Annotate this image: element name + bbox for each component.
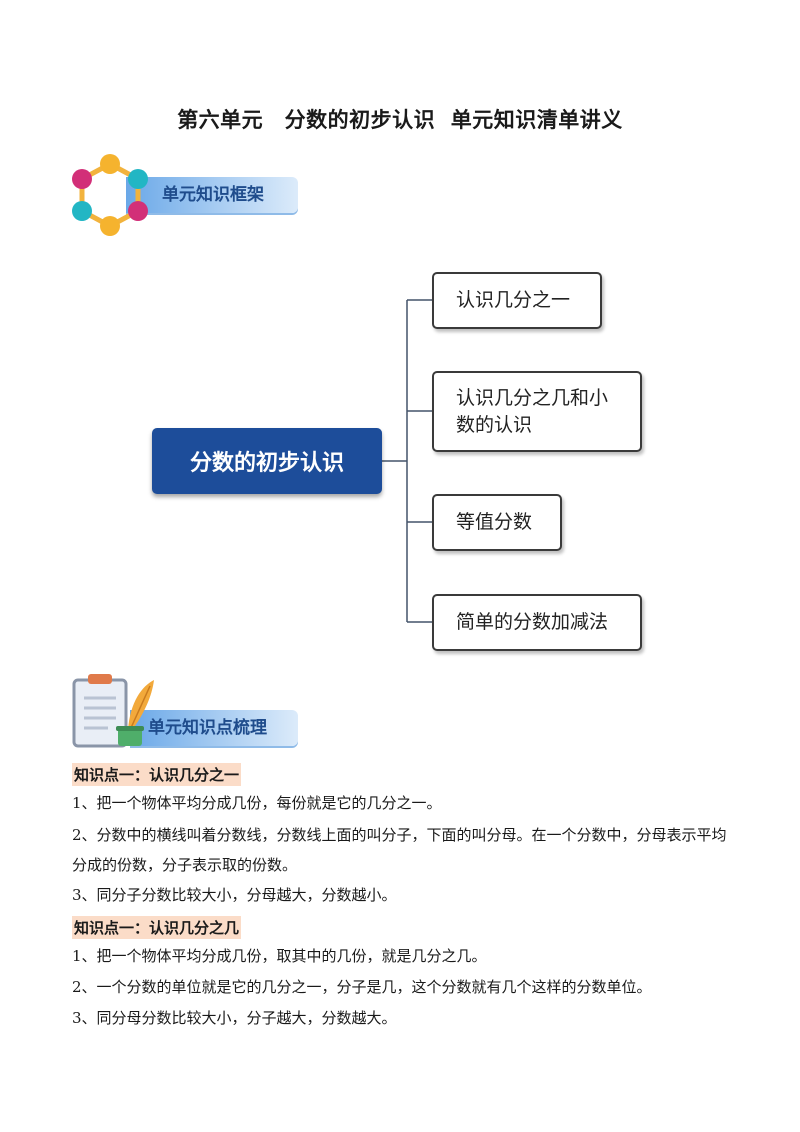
- section-title-framework: 单元知识框架: [162, 185, 264, 205]
- mindmap-root: 分数的初步认识: [152, 428, 382, 494]
- section-band: [126, 177, 298, 213]
- section-title-points: 单元知识点梳理: [148, 718, 267, 738]
- mindmap-branch: 认识几分之一: [432, 272, 602, 329]
- section-header-framework: 单元知识框架: [70, 150, 302, 240]
- list-item: 2、分数中的横线叫着分数线，分数线上面的叫分子，下面的叫分母。在一个分数中，分母…: [72, 826, 727, 874]
- section-header-points: 单元知识点梳理: [70, 672, 302, 752]
- knowledge-point-label: 知识点一：认识几分之一: [72, 763, 242, 786]
- section-band: [130, 710, 298, 746]
- list-item: 3、同分子分数比较大小，分母越大，分数越小。: [72, 886, 397, 904]
- hexagon-network-icon: [72, 154, 148, 236]
- list-item: 2、一个分数的单位就是它的几分之一，分子是几，这个分数就有几个这样的分数单位。: [72, 978, 652, 996]
- mindmap-branch: 等值分数: [432, 494, 562, 551]
- page-title: 第六单元 分数的初步认识 单元知识清单讲义: [177, 108, 623, 132]
- knowledge-point-label: 知识点一：认识几分之几: [72, 916, 242, 939]
- clipboard-quill-icon: [72, 674, 154, 748]
- mindmap-branch: 认识几分之几和小数的认识: [432, 371, 642, 452]
- list-item: 3、同分母分数比较大小，分子越大，分数越大。: [72, 1009, 397, 1027]
- list-item: 1、把一个物体平均分成几份，取其中的几份，就是几分之几。: [72, 947, 487, 965]
- mindmap-branch: 简单的分数加减法: [432, 594, 642, 651]
- list-item: 1、把一个物体平均分成几份，每份就是它的几分之一。: [72, 794, 442, 812]
